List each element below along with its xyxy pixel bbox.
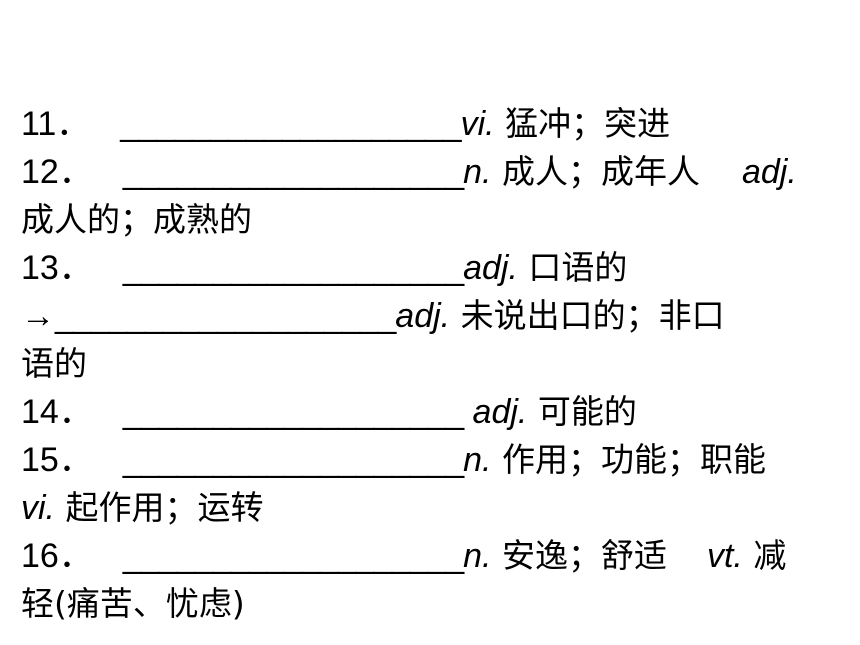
entry-16-continuation: 轻(痛苦、忧虑) — [21, 580, 849, 628]
part-of-speech: n. — [463, 153, 492, 191]
meaning: 可能的 — [527, 392, 637, 431]
entry-13-continuation: 语的 — [21, 340, 849, 388]
meaning: 作用；功能；职能 — [491, 440, 766, 479]
meaning: 成人；成年人 — [491, 152, 700, 191]
answer-blank: ___________________ — [122, 393, 464, 431]
part-of-speech: vi. — [21, 489, 55, 527]
entry-12-continuation: 成人的；成熟的 — [21, 196, 849, 244]
meaning: 起作用；运转 — [55, 488, 264, 527]
entry-number: 13． — [21, 249, 93, 287]
meaning: 猛冲；突进 — [494, 104, 671, 143]
entry-number: 14． — [21, 393, 93, 431]
answer-blank: ___________________ — [122, 441, 464, 479]
meaning-tail: 减 — [742, 536, 787, 575]
part-of-speech: n. — [463, 537, 492, 575]
entry-13: 13． ___________________adj. 口语的 — [21, 244, 849, 292]
meaning: 未说出口的；非口 — [450, 296, 725, 335]
part-of-speech: adj. — [463, 249, 518, 287]
meaning: 安逸；舒适 — [491, 536, 667, 575]
answer-blank: ___________________ — [120, 105, 461, 143]
entry-12: 12． ___________________n. 成人；成年人 adj. — [21, 148, 849, 196]
meaning: 口语的 — [517, 248, 628, 287]
meaning-continuation: 成人的；成熟的 — [21, 200, 252, 239]
meaning-continuation: 轻(痛苦、忧虑) — [21, 584, 245, 623]
part-of-speech: n. — [463, 441, 492, 479]
part-of-speech: adj. — [463, 393, 528, 431]
entry-11: 11． ___________________vi. 猛冲；突进 — [21, 100, 849, 148]
entry-15-second-sense: vi. 起作用；运转 — [21, 484, 849, 532]
entry-14: 14． ___________________ adj. 可能的 — [21, 388, 849, 436]
arrow-symbol: → — [21, 297, 55, 335]
part-of-speech: vi. — [460, 105, 495, 143]
meaning-continuation: 语的 — [21, 344, 87, 383]
answer-blank: ___________________ — [55, 297, 396, 335]
entry-number: 12． — [21, 153, 93, 191]
answer-blank: ___________________ — [122, 249, 464, 287]
part-of-speech-secondary: adj. — [741, 153, 797, 191]
vocabulary-sheet: 11．___________________vi. 猛冲；突进 12．_____… — [21, 100, 849, 628]
entry-16: 16． ___________________n. 安逸；舒适 vt. 减 — [21, 532, 849, 580]
entry-number: 11． — [21, 105, 91, 143]
answer-blank: ___________________ — [122, 153, 464, 191]
answer-blank: ___________________ — [122, 537, 464, 575]
part-of-speech: adj. — [395, 297, 451, 335]
part-of-speech-secondary: vt. — [706, 537, 743, 575]
entry-number: 15． — [21, 441, 93, 479]
entry-number: 16． — [21, 537, 93, 575]
entry-15: 15． ___________________n. 作用；功能；职能 — [21, 436, 849, 484]
entry-13-derived: →___________________adj. 未说出口的；非口 — [21, 292, 849, 340]
